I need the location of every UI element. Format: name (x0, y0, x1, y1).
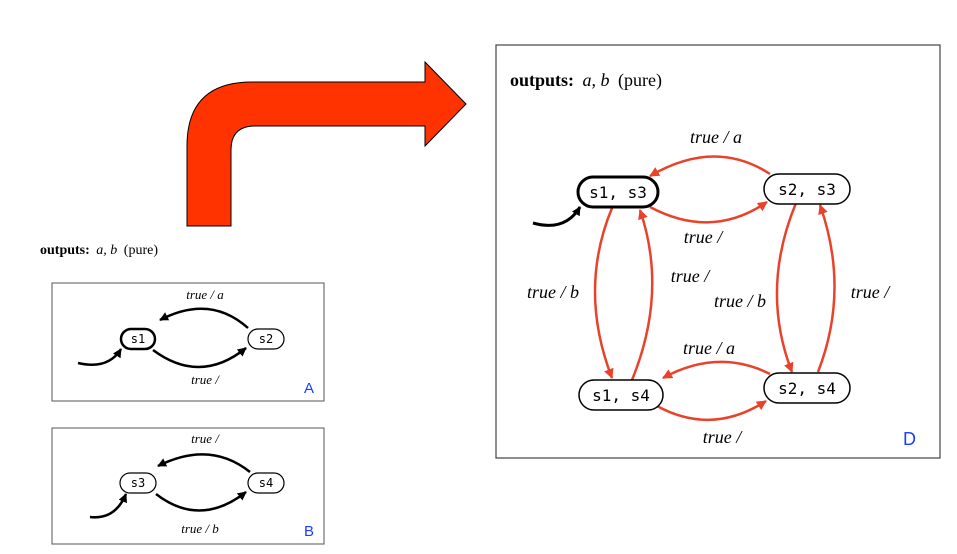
panel-b-tag: B (304, 523, 314, 540)
transition-s2s3-to-s2s4-label: true / b (714, 291, 766, 311)
state-s1-label: s1 (131, 332, 145, 346)
transition-s3-to-s4 (155, 491, 247, 512)
panel-d-frame (495, 44, 941, 459)
transition-s2s4-to-s2s3 (816, 204, 836, 373)
transition-s4-to-s3-label: true / (191, 431, 220, 446)
transition-s1s3-to-s1s4 (593, 207, 614, 379)
transition-s2s3-to-s2s4 (775, 202, 798, 373)
state-s2[interactable] (247, 328, 285, 350)
state-s1-s4-label: s1, s4 (592, 386, 650, 405)
transition-s2s4-to-s1s4-label: true / a (683, 338, 735, 358)
transition-s1s3-to-s2s3 (649, 200, 768, 224)
outputs-label-small: outputs: a, b (pure) (40, 243, 158, 258)
state-s3[interactable] (119, 472, 157, 494)
panel-a-tag: A (304, 380, 314, 397)
initial-arrow-a (77, 348, 123, 366)
transition-s1-to-s2 (152, 347, 247, 369)
transition-s1s4-to-s2s4-label: true / (703, 427, 743, 447)
state-s2-s4[interactable] (763, 372, 851, 404)
state-s1-s3-label: s1, s3 (589, 183, 647, 202)
state-s2-label: s2 (259, 332, 273, 346)
state-s2-s3-label: s2, s3 (778, 180, 836, 199)
transition-s1s4-to-s2s4 (656, 399, 767, 421)
outputs-label-big: outputs: a, b (pure) (510, 70, 662, 91)
transition-s1s4-to-s1s3-label: true / (671, 266, 711, 286)
transition-s2-to-s1-label: true / a (186, 287, 224, 302)
state-s2-s3[interactable] (763, 173, 851, 205)
state-s1-s3[interactable] (576, 175, 660, 209)
state-s3-label: s3 (131, 476, 145, 490)
composition-arrow (186, 60, 467, 227)
initial-arrow-d (532, 206, 582, 227)
initial-arrow-b (89, 493, 128, 519)
transition-s2s4-to-s2s3-label: true / (851, 282, 891, 302)
transition-s2s3-to-s1s3-label: true / a (690, 127, 742, 147)
transition-s4-to-s3 (157, 453, 251, 473)
state-s2-s4-label: s2, s4 (778, 379, 836, 398)
state-s1-s4[interactable] (578, 379, 664, 411)
panel-d-tag: D (903, 429, 916, 449)
transition-s2-to-s1 (159, 307, 249, 329)
panel-d: outputs: a, b (pure) true / a true / tru… (495, 44, 941, 459)
transition-s3-to-s4-label: true / b (181, 521, 219, 536)
transition-s2s3-to-s1s3 (649, 155, 771, 178)
transition-s2s4-to-s1s4 (662, 360, 771, 380)
panel-a: s1 s2 true / a true / A (51, 282, 325, 402)
transition-s1s3-to-s2s3-label: true / (684, 227, 724, 247)
transition-s1s4-to-s1s3 (630, 209, 654, 381)
transition-s1s3-to-s1s4-label: true / b (527, 282, 579, 302)
state-s4[interactable] (247, 472, 285, 494)
panel-b: s3 s4 true / true / b B (51, 427, 325, 545)
state-s1[interactable] (119, 327, 157, 351)
transition-s1-to-s2-label: true / (191, 372, 220, 387)
state-s4-label: s4 (259, 476, 273, 490)
